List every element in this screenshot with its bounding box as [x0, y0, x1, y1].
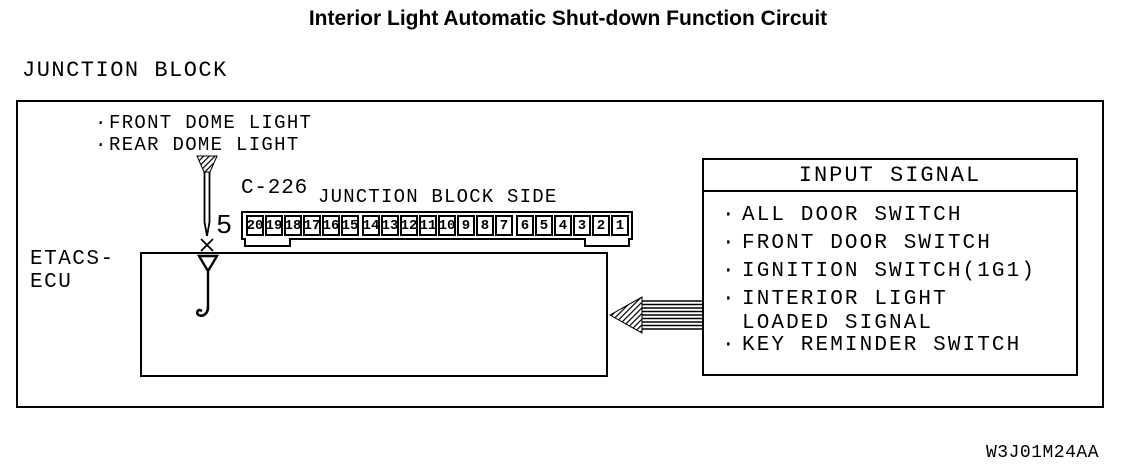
- signal-arrow-lines: [640, 300, 703, 330]
- pin-number: 3: [577, 217, 587, 234]
- connector-tab-left: [244, 238, 291, 247]
- pin-number: 17: [303, 217, 321, 234]
- connector-pin: 17: [303, 215, 321, 236]
- connector-pin: 3: [573, 215, 591, 236]
- dome-light-label: FRONT DOME LIGHT: [109, 112, 313, 134]
- signal-arrowhead-icon: [608, 296, 643, 334]
- input-signal-item: LOADED SIGNAL: [722, 312, 1076, 335]
- pin-number: 6: [520, 217, 530, 234]
- connector-tab-right: [584, 238, 630, 247]
- input-signal-item: · KEY REMINDER SWITCH: [722, 334, 1076, 362]
- doc-code: W3J01M24AA: [986, 443, 1100, 463]
- wire-end-chevron-icon: [200, 238, 214, 252]
- connector-pin: 11: [419, 215, 437, 236]
- input-signal-item-label: IGNITION SWITCH(1G1): [742, 260, 1037, 283]
- connector-pin: 1: [611, 215, 629, 236]
- pin-number: 4: [558, 217, 568, 234]
- connector-c226: 20 19 18 17 16 15 14 13 12 11 10 9 8 7 6…: [241, 211, 633, 240]
- input-signal-item-label: INTERIOR LIGHT: [742, 288, 948, 311]
- bullet-icon: ·: [722, 288, 735, 311]
- connector-pin: 19: [265, 215, 283, 236]
- input-signal-item: · FRONT DOOR SWITCH: [722, 232, 1076, 260]
- input-signal-box: INPUT SIGNAL · ALL DOOR SWITCH · FRONT DOO…: [702, 158, 1078, 376]
- ecu-internal-symbol: [195, 254, 220, 318]
- connector-pin: 5: [535, 215, 553, 236]
- input-signal-item-label: KEY REMINDER SWITCH: [742, 334, 1022, 357]
- input-signal-item: · INTERIOR LIGHT: [722, 288, 1076, 316]
- dome-light-label: REAR DOME LIGHT: [109, 134, 300, 156]
- junction-block-box: [16, 100, 1104, 408]
- input-signal-item: · IGNITION SWITCH(1G1): [722, 260, 1076, 288]
- pin-number: 13: [381, 217, 399, 234]
- signal-arrow: [608, 296, 703, 334]
- connector-pin: 18: [284, 215, 302, 236]
- bullet-icon: ·: [722, 334, 735, 357]
- bullet-icon: ·: [95, 112, 108, 134]
- connector-pin: 4: [554, 215, 572, 236]
- pin-number: 9: [461, 217, 471, 234]
- connector-pin: 13: [381, 215, 399, 236]
- input-signal-item-label: LOADED SIGNAL: [742, 312, 934, 335]
- dome-light-wire: [196, 155, 218, 252]
- pin-number: 10: [438, 217, 456, 234]
- etacs-ecu-label: ETACS- ECU: [30, 248, 115, 294]
- connector-pin: 6: [516, 215, 534, 236]
- input-signal-item-label: ALL DOOR SWITCH: [742, 204, 963, 227]
- connector-pin: 10: [438, 215, 456, 236]
- connector-pin: 15: [341, 215, 359, 236]
- connector-pin: 16: [322, 215, 340, 236]
- input-signal-list: · ALL DOOR SWITCH · FRONT DOOR SWITCH · IGN…: [704, 192, 1076, 362]
- connector-pin: 12: [400, 215, 418, 236]
- input-signal-item: · ALL DOOR SWITCH: [722, 204, 1076, 232]
- etacs-ecu-box: [140, 252, 608, 377]
- pin-number: 5: [539, 217, 549, 234]
- dome-light-list: ·FRONT DOME LIGHT ·REAR DOME LIGHT: [95, 112, 312, 156]
- wire-pin-number: 5: [216, 212, 233, 242]
- pin-number: 16: [322, 217, 340, 234]
- wire-line: [203, 172, 211, 237]
- dome-light-item: ·REAR DOME LIGHT: [95, 134, 312, 156]
- connector-pin: 2: [592, 215, 610, 236]
- input-signal-header: INPUT SIGNAL: [704, 160, 1076, 192]
- connector-triangle-icon: [196, 254, 220, 274]
- pin-number: 12: [400, 217, 418, 234]
- connector-pin: 9: [457, 215, 475, 236]
- connector-pin: 7: [495, 215, 513, 236]
- pin-number: 14: [362, 217, 380, 234]
- dome-light-item: ·FRONT DOME LIGHT: [95, 112, 312, 134]
- pin-number: 19: [265, 217, 283, 234]
- down-arrow-icon: [196, 155, 218, 173]
- bullet-icon: ·: [722, 260, 735, 283]
- connector-pin: 14: [362, 215, 380, 236]
- pin-number: 1: [615, 217, 625, 234]
- page-title: Interior Light Automatic Shut-down Funct…: [308, 7, 828, 30]
- connector-pin: 8: [476, 215, 494, 236]
- input-signal-item-label: FRONT DOOR SWITCH: [742, 232, 992, 255]
- ecu-hook-icon: [195, 305, 210, 318]
- pin-number: 11: [419, 217, 437, 234]
- pin-number: 2: [596, 217, 606, 234]
- pin-number: 18: [284, 217, 302, 234]
- pin-number: 15: [341, 217, 359, 234]
- connector-side-label: JUNCTION BLOCK SIDE: [318, 186, 558, 208]
- connector-id: C-226: [241, 177, 309, 200]
- bullet-icon: ·: [95, 134, 108, 156]
- pin-number: 20: [246, 217, 264, 234]
- etacs-ecu-label-line1: ETACS-: [30, 248, 115, 271]
- etacs-ecu-label-line2: ECU: [30, 271, 73, 294]
- bullet-icon: ·: [722, 204, 735, 227]
- pin-number: 8: [480, 217, 490, 234]
- pin-number: 7: [499, 217, 509, 234]
- bullet-icon: ·: [722, 232, 735, 255]
- connector-pin: 20: [246, 215, 264, 236]
- junction-block-label: JUNCTION BLOCK: [22, 58, 228, 83]
